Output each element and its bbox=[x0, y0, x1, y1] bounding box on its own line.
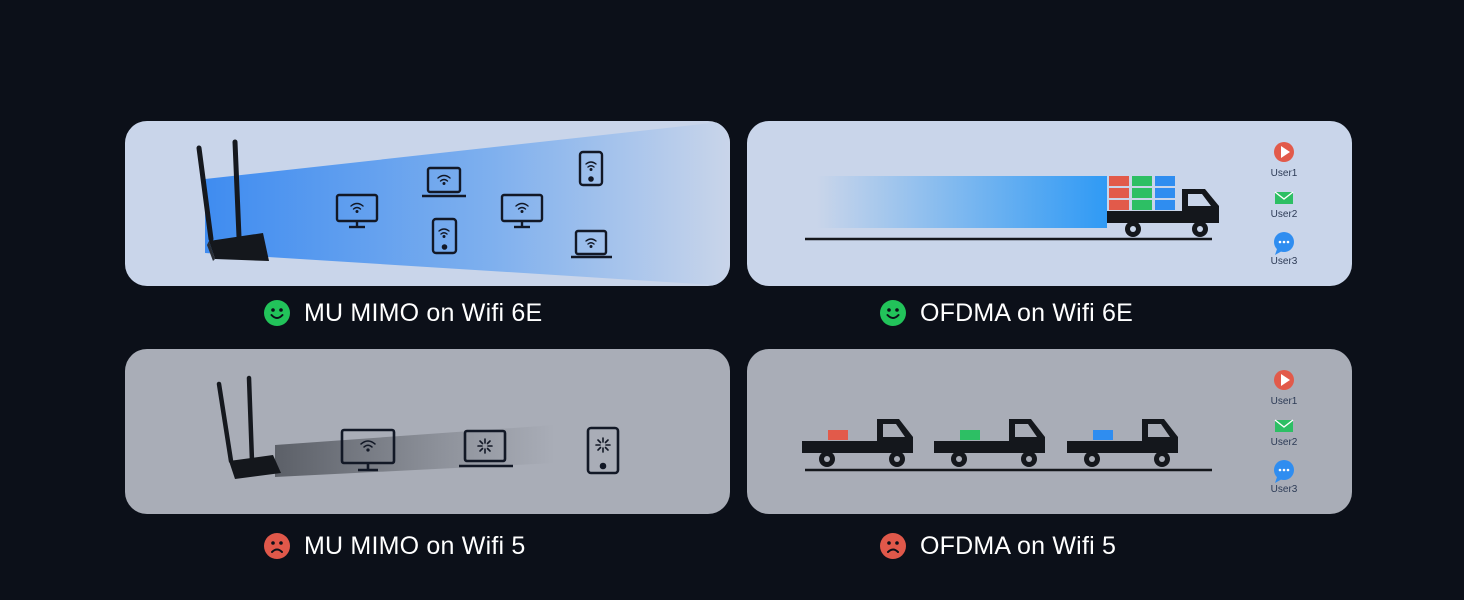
mu-mimo-wifi6e-illustration bbox=[196, 121, 730, 286]
truck-icon bbox=[802, 419, 913, 467]
sad-face-icon bbox=[880, 533, 906, 559]
user2-mail-icon bbox=[1274, 191, 1294, 204]
wifi-icon bbox=[585, 238, 597, 249]
monitor-icon bbox=[500, 193, 544, 229]
wifi-adapter-icon bbox=[196, 139, 269, 261]
cargo-parcels bbox=[1109, 176, 1175, 210]
smiley-face-icon bbox=[264, 300, 290, 326]
caption-text: OFDMA on Wifi 5 bbox=[920, 531, 1117, 560]
phone-icon bbox=[586, 426, 620, 475]
ofdma-wifi6e-panel: User1 User2 User3 bbox=[747, 121, 1352, 286]
wifi-icon bbox=[585, 161, 597, 172]
phone-icon bbox=[431, 217, 458, 255]
wifi-icon bbox=[438, 228, 450, 239]
ofdma-wifi5-illustration: User1 User2 User3 bbox=[802, 370, 1298, 495]
mu-mimo-wifi5-illustration bbox=[216, 375, 620, 479]
laptop-icon bbox=[459, 429, 513, 468]
ofdma-wifi6e-illustration: User1 User2 User3 bbox=[805, 142, 1298, 267]
phone-icon bbox=[578, 150, 604, 187]
caption-text: MU MIMO on Wifi 5 bbox=[304, 531, 526, 560]
wifi-icon bbox=[350, 202, 364, 214]
speed-trail bbox=[817, 176, 1107, 228]
ofdma-wifi5-panel: User1 User2 User3 bbox=[747, 349, 1352, 514]
caption-text: OFDMA on Wifi 6E bbox=[920, 298, 1133, 327]
sad-face-icon bbox=[264, 533, 290, 559]
user1-play-icon bbox=[1274, 370, 1294, 390]
truck-icon bbox=[1067, 419, 1178, 467]
user2-mail-icon bbox=[1274, 419, 1294, 432]
truck-icon bbox=[934, 419, 1045, 467]
user1-play-icon bbox=[1274, 142, 1294, 162]
smiley-face-icon bbox=[880, 300, 906, 326]
user3-label: User3 bbox=[1271, 484, 1298, 495]
user3-label: User3 bbox=[1271, 256, 1298, 267]
mu-mimo-wifi6e-panel bbox=[125, 121, 730, 286]
user3-chat-bubble-icon bbox=[1274, 232, 1294, 255]
monitor-icon bbox=[340, 428, 396, 472]
caption-text: MU MIMO on Wifi 6E bbox=[304, 298, 543, 327]
laptop-icon bbox=[422, 166, 466, 198]
truck-icon bbox=[1107, 176, 1219, 237]
loading-icon bbox=[595, 437, 611, 453]
user3-chat-bubble-icon bbox=[1274, 460, 1294, 483]
user2-label: User2 bbox=[1271, 437, 1298, 448]
caption-mu-mimo-wifi6e: MU MIMO on Wifi 6E bbox=[264, 298, 542, 328]
wifi-icon bbox=[515, 202, 529, 214]
user1-label: User1 bbox=[1271, 168, 1298, 179]
wifi-icon bbox=[360, 440, 376, 452]
monitor-icon bbox=[335, 193, 379, 229]
loading-icon bbox=[477, 438, 493, 454]
signal-beam bbox=[275, 425, 555, 477]
caption-ofdma-wifi6e: OFDMA on Wifi 6E bbox=[880, 298, 1133, 328]
user1-label: User1 bbox=[1271, 396, 1298, 407]
user2-label: User2 bbox=[1271, 209, 1298, 220]
wifi-adapter-icon bbox=[216, 375, 281, 479]
signal-beam bbox=[205, 121, 730, 286]
laptop-icon bbox=[571, 229, 612, 259]
caption-ofdma-wifi5: OFDMA on Wifi 5 bbox=[880, 531, 1116, 561]
mu-mimo-wifi5-panel bbox=[125, 349, 730, 514]
caption-mu-mimo-wifi5: MU MIMO on Wifi 5 bbox=[264, 531, 525, 561]
wifi-icon bbox=[437, 174, 451, 186]
